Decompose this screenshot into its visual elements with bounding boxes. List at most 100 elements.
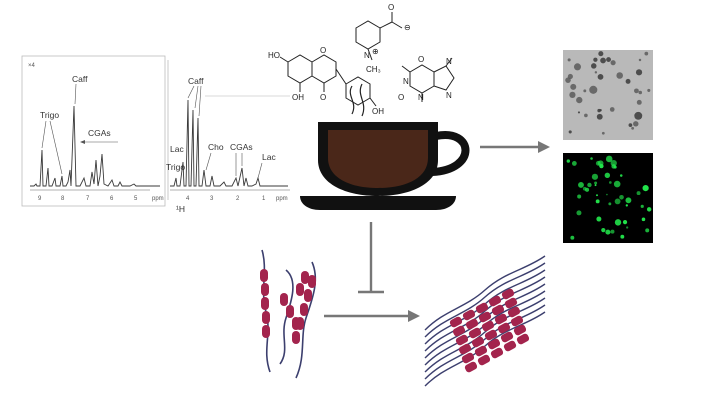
- fluorescence-micrograph: [563, 153, 653, 243]
- tem-particle: [597, 108, 601, 113]
- tem-particle: [635, 69, 643, 76]
- nmr-left-label-caff: Caff: [72, 74, 88, 84]
- flavonoid-molecule: [279, 54, 377, 107]
- nmr-right-label-lac-2-line: [257, 162, 263, 179]
- tem-micrograph: [563, 50, 653, 140]
- fibril-beads: [449, 288, 530, 373]
- monomer-bead: [301, 271, 309, 284]
- tem-particle: [616, 72, 623, 79]
- fibril-bead: [477, 354, 491, 366]
- fibril-strand: [424, 276, 546, 352]
- fibril-bead: [494, 313, 508, 325]
- fluorescence-dot: [587, 182, 592, 188]
- trigonelline-methyl: [367, 48, 373, 61]
- tem-particle: [568, 130, 572, 134]
- monomer-bead: [292, 331, 300, 344]
- tem-particle: [638, 90, 643, 95]
- fibril-bead: [491, 304, 505, 316]
- tem-particle: [583, 89, 587, 93]
- fibril-bead: [490, 347, 504, 359]
- fibril-bead: [500, 331, 514, 343]
- cup-handle: [431, 131, 470, 176]
- cup-saucer: [300, 196, 456, 210]
- monomer-bead: [296, 283, 304, 296]
- nmr-right-label-cho-line: [205, 152, 212, 171]
- monomer-bead: [300, 303, 308, 316]
- fluorescence-dot: [596, 216, 602, 222]
- fibril-strand: [424, 255, 546, 331]
- fibril-bead: [504, 297, 518, 309]
- nmr-right-tick-0: 4: [186, 196, 190, 202]
- fluorescence-dot: [614, 219, 622, 226]
- fibril-bead: [507, 306, 521, 318]
- trigonelline-carboxyl-o2: [391, 21, 403, 29]
- tem-particle: [628, 123, 633, 127]
- fibril-bead: [471, 336, 485, 348]
- tem-particle: [598, 51, 604, 57]
- monomer-bead: [280, 293, 288, 306]
- monomer-bead: [260, 269, 268, 282]
- tem-particle: [600, 57, 606, 64]
- nmr-left-ppm-label: ppm: [152, 196, 164, 202]
- caffeine-methyl-1: [401, 65, 411, 73]
- tem-particle: [576, 96, 583, 104]
- fibril-strand: [424, 262, 546, 338]
- fibril-bead: [481, 320, 495, 332]
- tem-particle: [606, 57, 611, 63]
- fluorescence-dot: [626, 226, 629, 229]
- fibril-bead: [449, 316, 463, 328]
- tem-particle: [569, 91, 576, 98]
- tem-particle: [594, 71, 598, 74]
- tem-particle: [625, 78, 631, 84]
- fluorescence-dot: [645, 228, 650, 233]
- trigonelline-n: N: [364, 51, 370, 60]
- fibril-bead: [484, 329, 498, 341]
- nmr-right-tick-1: 3: [210, 196, 214, 202]
- monomer-beads: [260, 269, 316, 344]
- flavonoid-ring-a: [287, 54, 313, 84]
- flavonoid-oh-bottom: OH: [292, 93, 304, 102]
- fibril-bead: [455, 334, 469, 346]
- fluorescence-dot: [566, 159, 570, 163]
- nmr-right-label-trigo: Trigo: [166, 162, 185, 172]
- flavonoid-link: [335, 68, 347, 85]
- trigonelline-ch3: CH₃: [366, 65, 381, 74]
- tem-particle: [634, 111, 643, 120]
- monomer-bead: [261, 283, 269, 296]
- caffeine-imidazole-ring: [433, 65, 455, 91]
- tem-particle: [573, 63, 582, 71]
- nmr-left-label-cgas: CGAs: [88, 128, 111, 138]
- trigonelline-carboxyl: [379, 21, 393, 29]
- nmr-left-tick-2: 7: [86, 196, 90, 202]
- monomer-bead: [308, 275, 316, 288]
- fluorescence-dot: [601, 228, 606, 233]
- fluorescence-dots: [566, 155, 652, 240]
- fluorescence-dot: [613, 180, 621, 188]
- fibril-bead: [488, 295, 502, 307]
- nmr-right-label-caff-line-a: [187, 85, 195, 99]
- tem-particle: [570, 83, 577, 90]
- tem-particle: [577, 111, 581, 114]
- tem-particle: [638, 58, 642, 62]
- fluorescence-dot: [606, 193, 608, 196]
- flavonoid-ring-o: O: [320, 46, 326, 55]
- fibril-bead: [461, 352, 475, 364]
- fluorescence-dot: [582, 186, 587, 191]
- fluorescence-dot: [608, 202, 612, 206]
- nmr-left-trace: [30, 105, 160, 187]
- nmr-right-label-caff: Caff: [188, 76, 204, 86]
- tem-particle: [644, 51, 649, 56]
- tem-particle: [593, 57, 598, 62]
- tem-particle: [597, 74, 604, 80]
- amyloid-fibril-icon: [424, 255, 546, 387]
- fluorescence-dot: [636, 191, 641, 196]
- fibril-bead: [487, 338, 501, 350]
- fluorescence-dot: [625, 197, 632, 204]
- inhibition-arrow-icon: [358, 222, 384, 294]
- tem-particle: [596, 113, 603, 120]
- fibril-bead: [513, 324, 527, 336]
- fibril-strand: [424, 297, 546, 373]
- cup-coffee: [328, 130, 428, 188]
- nmr-left-label-caff-line: [74, 83, 77, 105]
